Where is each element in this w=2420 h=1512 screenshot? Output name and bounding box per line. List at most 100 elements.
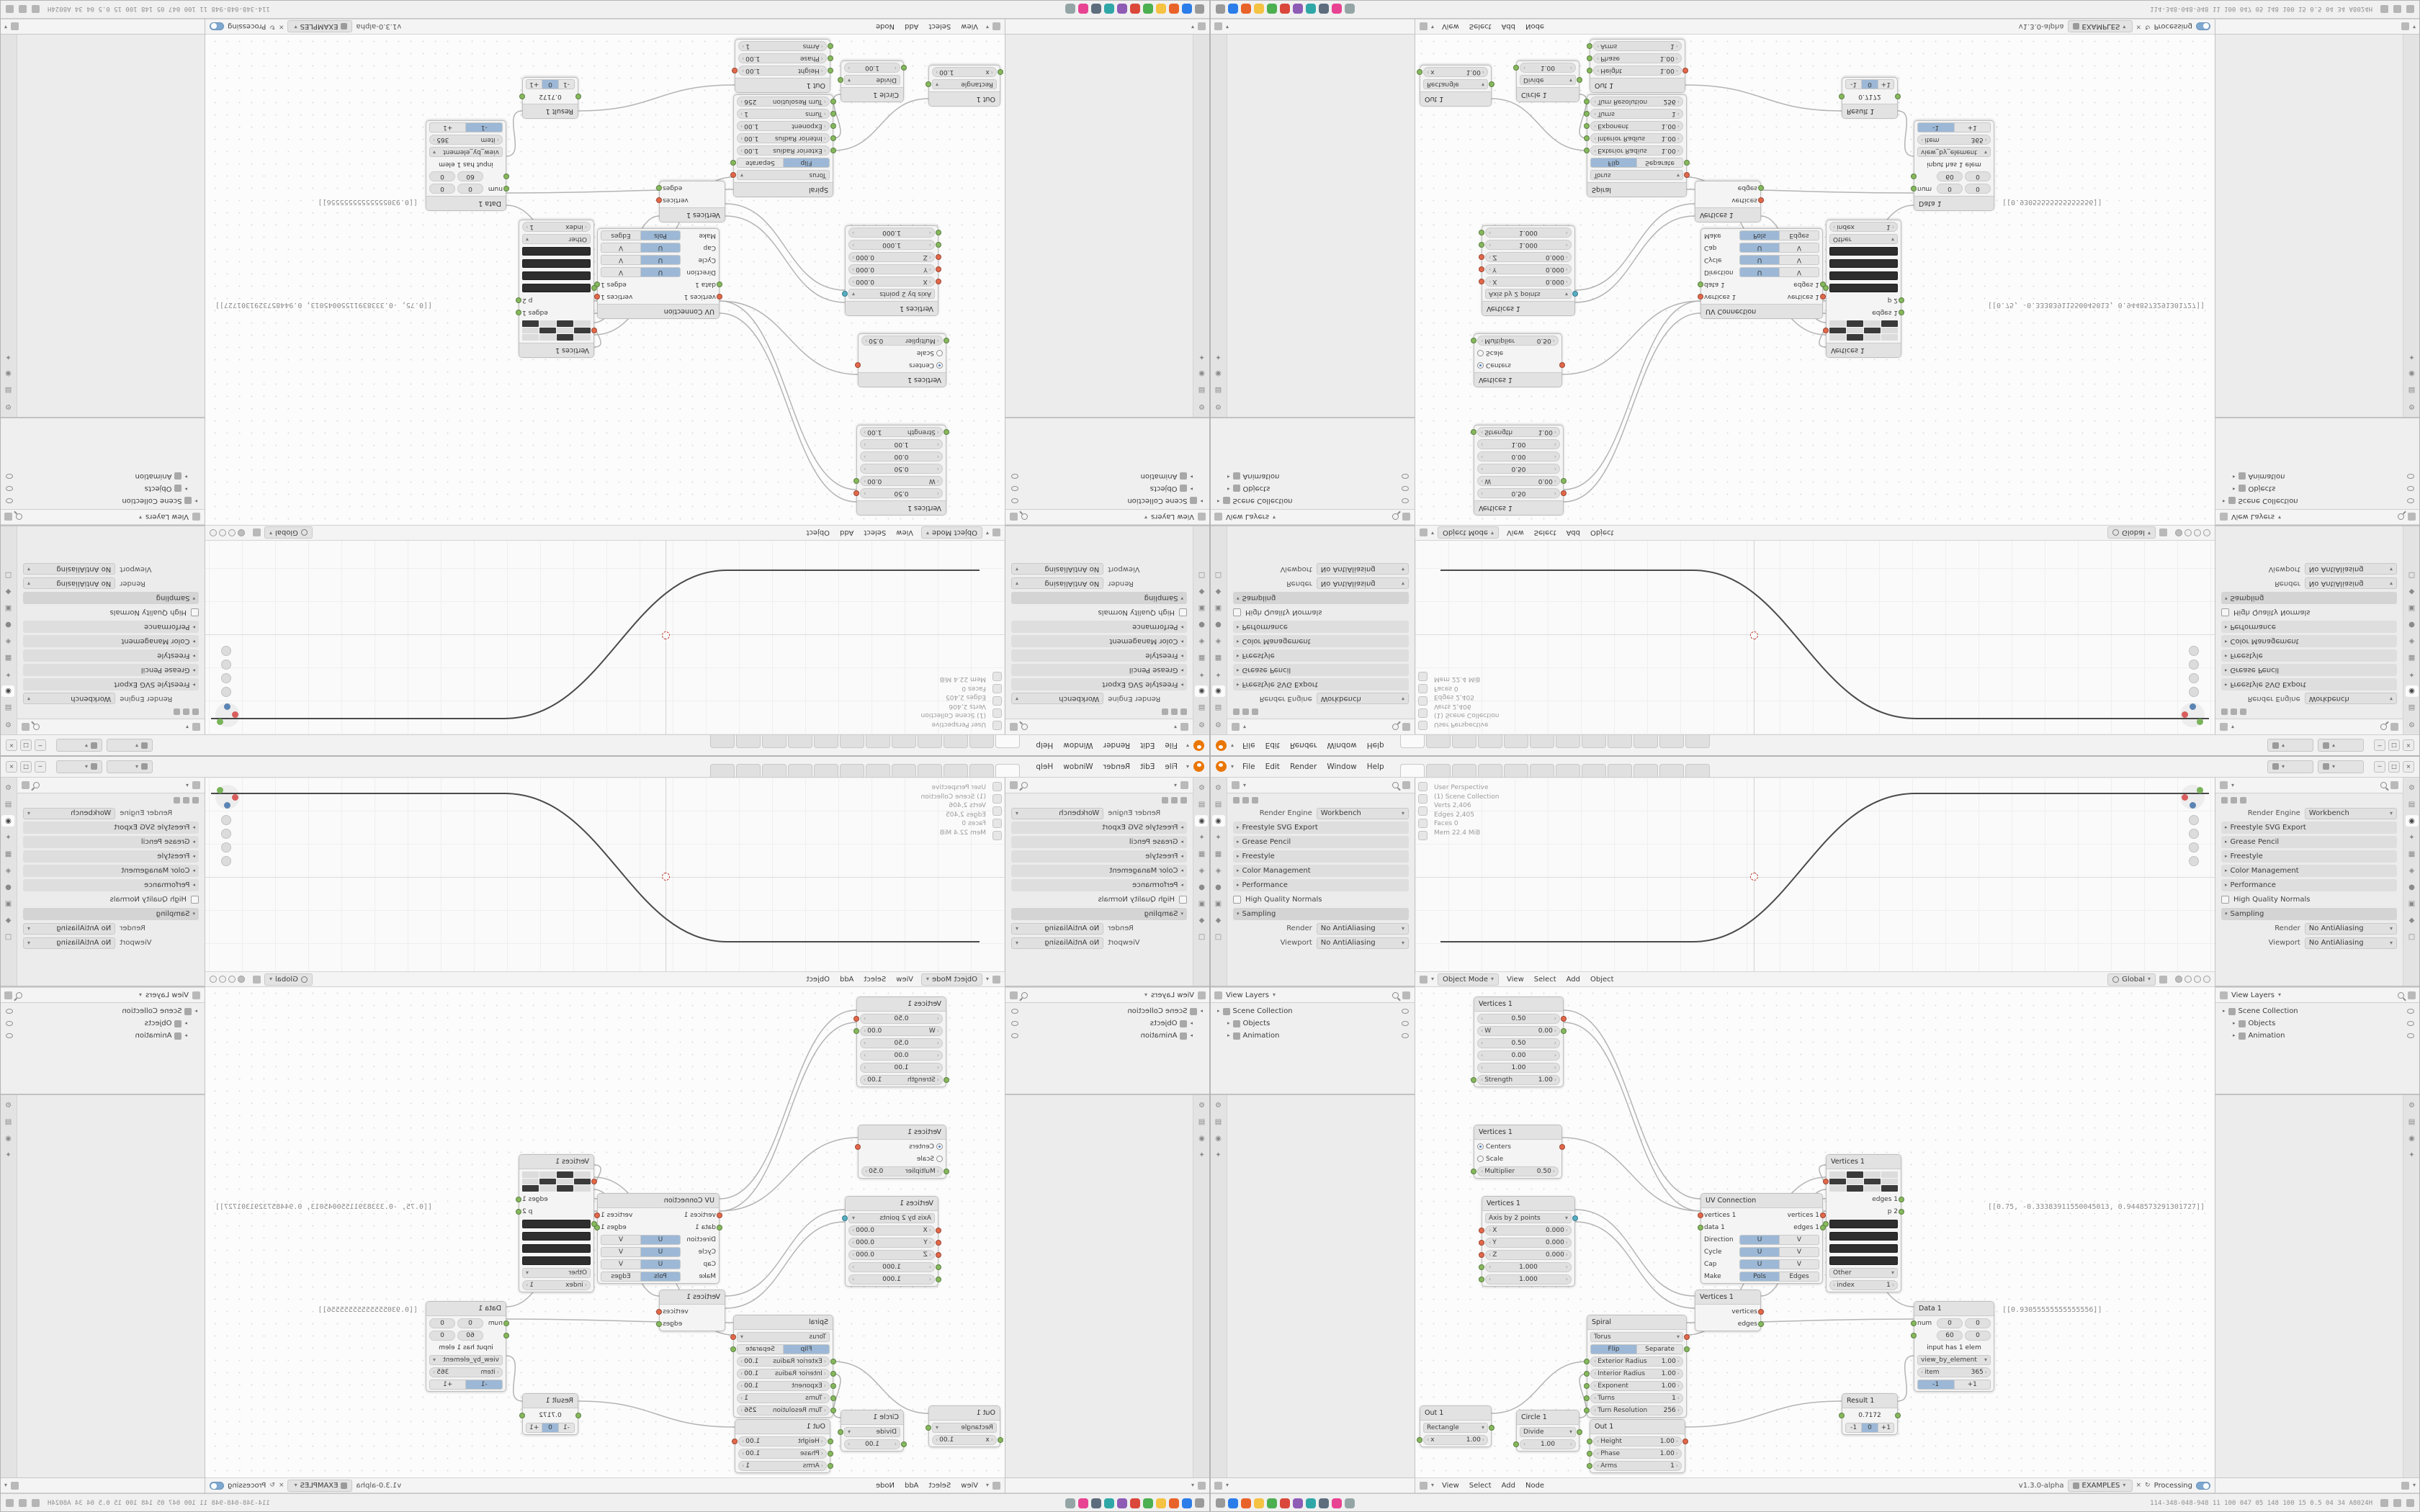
output-socket[interactable]	[1758, 197, 1764, 204]
dropdown[interactable]: Divide▾	[844, 75, 900, 86]
properties-tab-icon[interactable]: ✦	[1198, 833, 1205, 842]
workspace-tab[interactable]	[762, 735, 787, 748]
increment-arrow-icon[interactable]: ›	[740, 99, 743, 105]
viewport-menu-select[interactable]: Select	[1533, 528, 1556, 537]
outliner-row-scene-collection[interactable]: ▸Scene Collection	[1213, 1005, 1412, 1017]
properties-tab-icon[interactable]: ⚙	[2408, 720, 2415, 729]
properties-tab-icon[interactable]: ◆	[1215, 916, 1222, 924]
node-header[interactable]: Vertices 1	[846, 1197, 938, 1211]
increment-arrow-icon[interactable]: ›	[936, 69, 938, 76]
properties-tab-icon[interactable]: ▤	[1198, 800, 1206, 809]
workspace-tab[interactable]	[814, 764, 839, 777]
input-socket[interactable]	[1417, 1436, 1422, 1443]
editor-type-icon[interactable]	[1214, 1481, 1222, 1490]
shading-mode-icon[interactable]	[228, 976, 236, 983]
panel-sampling[interactable]: ▾Sampling	[23, 908, 199, 920]
decrement-arrow-icon[interactable]: ‹	[823, 135, 826, 142]
decrement-arrow-icon[interactable]: ‹	[1594, 1382, 1597, 1389]
grid-cell[interactable]	[1829, 1171, 1846, 1178]
viewport-menu-select[interactable]: Select	[864, 528, 887, 537]
breadcrumb-icon[interactable]	[1242, 797, 1249, 804]
search-icon[interactable]	[2380, 724, 2387, 730]
breadcrumb-icon[interactable]	[174, 797, 180, 804]
visibility-eye-icon[interactable]	[2407, 474, 2414, 479]
grid-cell[interactable]	[539, 320, 556, 327]
output-socket[interactable]	[594, 1212, 600, 1218]
grid-cell[interactable]	[1847, 334, 1863, 341]
increment-arrow-icon[interactable]: ›	[742, 68, 745, 74]
node-menu-view[interactable]: View	[961, 22, 978, 31]
grid-cell[interactable]	[539, 1171, 556, 1178]
segment-separate[interactable]: Separate	[737, 1344, 783, 1354]
color-swatch[interactable]	[522, 1219, 591, 1228]
mode-dropdown[interactable]: Object Mode ▾	[1438, 526, 1500, 539]
search-icon[interactable]	[33, 782, 40, 788]
segment-v[interactable]: V	[601, 243, 640, 253]
viewport-menu-object[interactable]: Object	[1590, 975, 1614, 984]
breadcrumb-icon[interactable]	[1252, 708, 1258, 715]
increment-arrow-icon[interactable]: ›	[1554, 1052, 1556, 1058]
properties-tab-icon[interactable]: ●	[2408, 883, 2415, 891]
taskbar-app-icon[interactable]	[1332, 1498, 1342, 1508]
topbar-menu-help[interactable]: Help	[1366, 762, 1384, 771]
blender-logo-icon[interactable]	[1216, 740, 1227, 751]
properties-tab-icon[interactable]: ◈	[1198, 637, 1205, 646]
properties-tab-icon[interactable]: ▣	[2408, 604, 2416, 613]
workspace-tab[interactable]	[918, 764, 943, 777]
value-slider[interactable]: ‹0.50›	[1477, 488, 1560, 499]
radio-button[interactable]	[936, 1143, 943, 1150]
grid-cell[interactable]	[574, 1178, 591, 1185]
taskbar-app-icon[interactable]	[1078, 1498, 1088, 1508]
segment-flip[interactable]: Flip	[783, 158, 830, 168]
visibility-eye-icon[interactable]	[1402, 1021, 1409, 1026]
output-socket[interactable]	[1577, 77, 1582, 84]
color-swatch[interactable]	[522, 1243, 591, 1253]
grid-cell[interactable]	[539, 327, 556, 334]
increment-arrow-icon[interactable]: ›	[1554, 466, 1556, 472]
decrement-arrow-icon[interactable]: ‹	[1833, 224, 1836, 230]
shading-mode-icon[interactable]	[2184, 529, 2192, 536]
viewport-menu-add[interactable]: Add	[840, 528, 854, 537]
node-menu-view[interactable]: View	[1442, 1481, 1459, 1490]
panel-color-management[interactable]: ▸Color Management	[2221, 635, 2397, 647]
properties-tab-icon[interactable]: ◉	[1215, 369, 1222, 378]
decrement-arrow-icon[interactable]: ‹	[1481, 1015, 1484, 1022]
increment-arrow-icon[interactable]: ›	[1677, 1407, 1680, 1413]
workspace-tab[interactable]	[1659, 764, 1684, 777]
input-socket[interactable]	[1698, 1224, 1703, 1230]
outliner-row-objects[interactable]: ▸Objects	[2218, 482, 2417, 495]
panel-grease-pencil[interactable]: ▸Grease Pencil	[2221, 836, 2397, 848]
node-header[interactable]: Out 1	[1420, 1406, 1491, 1421]
value-slider[interactable]: ‹1.000›	[848, 228, 935, 238]
gizmo-z-axis[interactable]	[2190, 703, 2196, 710]
node-header[interactable]: Vertices 1	[1482, 301, 1574, 315]
workspace-tab[interactable]	[1633, 735, 1658, 748]
increment-arrow-icon[interactable]: ›	[848, 1441, 851, 1447]
outliner-row-scene-collection[interactable]: ▸Scene Collection	[2218, 1005, 2417, 1017]
editor-type-icon[interactable]	[1420, 975, 1428, 984]
window-button-2[interactable]: ×	[6, 760, 17, 773]
workspace-tab[interactable]	[736, 764, 761, 777]
orientation-dropdown[interactable]: Global ▾	[264, 973, 313, 986]
increment-arrow-icon[interactable]: ›	[740, 123, 743, 130]
workspace-tab[interactable]	[866, 735, 891, 748]
value-box[interactable]: 0	[429, 171, 455, 182]
node-menu-select[interactable]: Select	[1469, 22, 1492, 31]
panel-sampling[interactable]: ▾Sampling	[1233, 592, 1409, 604]
taskbar-app-icon[interactable]	[1293, 4, 1303, 14]
decrement-arrow-icon[interactable]: ‹	[894, 65, 897, 71]
panel-freestyle[interactable]: ▸Freestyle	[2221, 649, 2397, 662]
decrement-arrow-icon[interactable]: ‹	[1597, 43, 1600, 50]
workspace-tab[interactable]	[814, 735, 839, 748]
panel-color-management[interactable]: ▸Color Management	[1233, 865, 1409, 877]
decrement-arrow-icon[interactable]: ‹	[1481, 1168, 1484, 1174]
properties-tab-icon[interactable]: ●	[1215, 621, 1222, 629]
viewport-tool-icon[interactable]	[992, 782, 1002, 791]
outliner-row-objects[interactable]: ▸Objects	[3, 482, 202, 495]
